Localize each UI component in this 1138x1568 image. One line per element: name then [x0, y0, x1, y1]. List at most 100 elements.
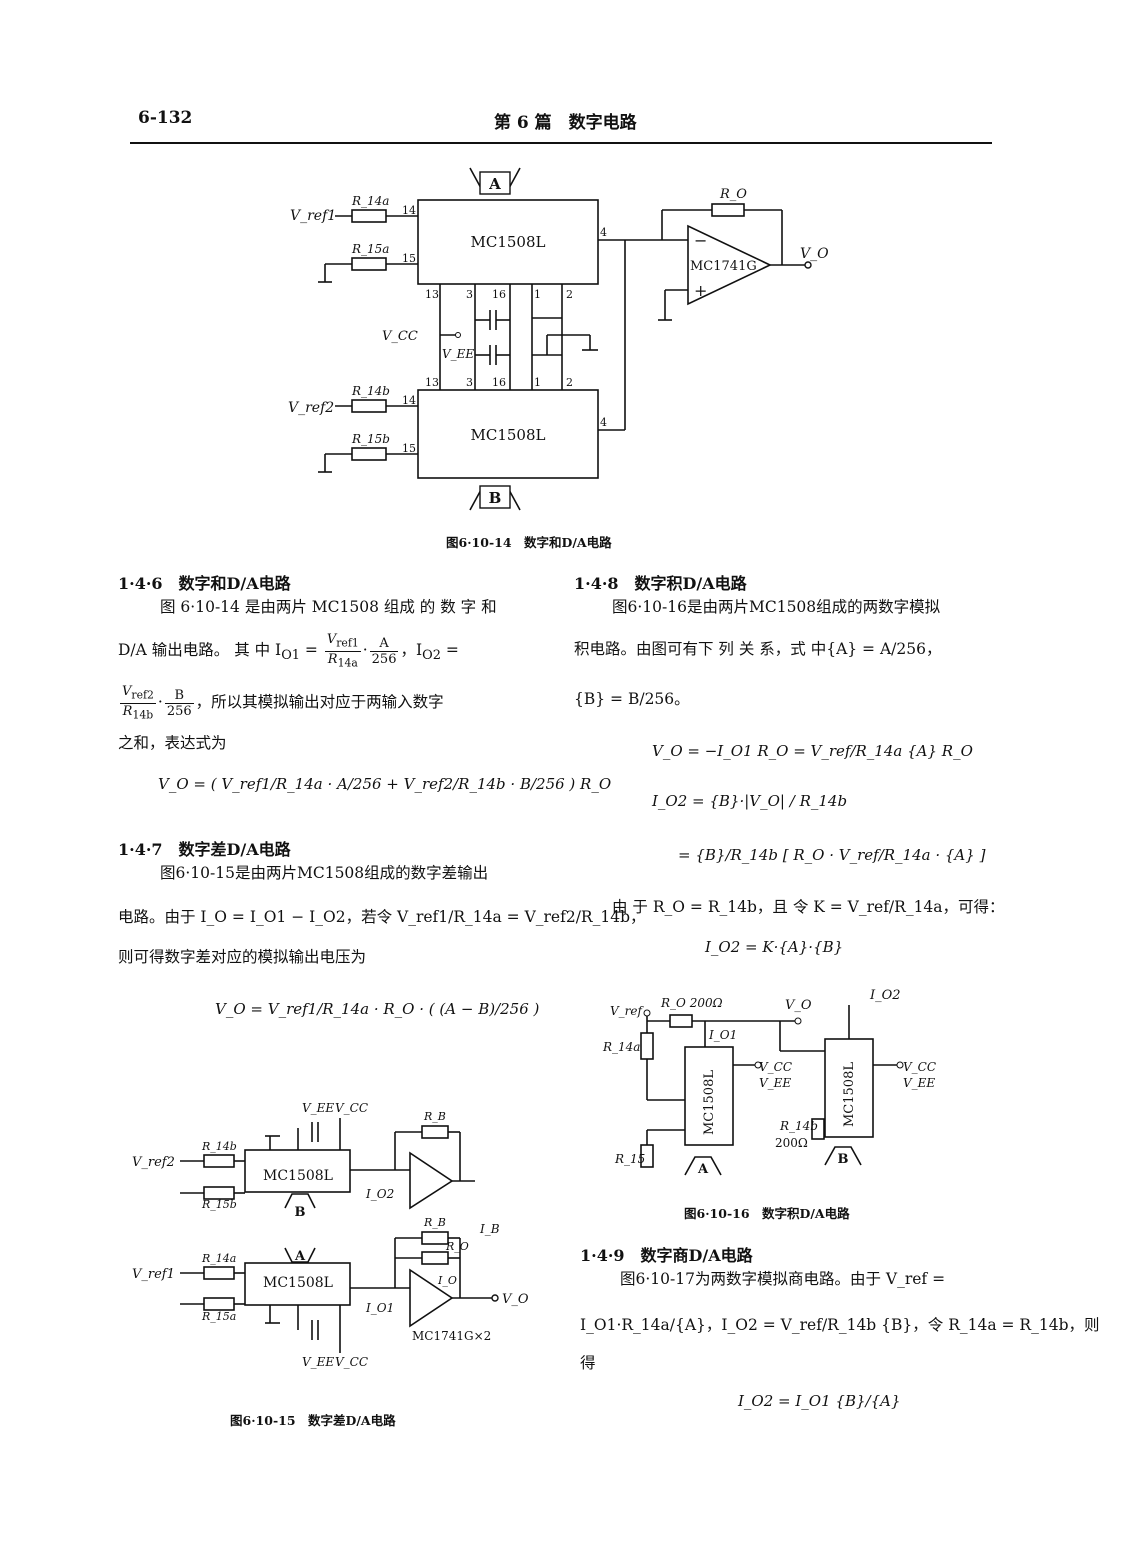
opamp-mc1741g — [687, 224, 772, 306]
section-1-4-9-heading: 1·4·9 数字商D/A电路 — [580, 1246, 753, 1265]
f15-ro-label: R_O — [445, 1240, 469, 1253]
section-1-4-6-heading: 1·4·6 数字和D/A电路 — [118, 574, 291, 593]
figure-6-10-15-diagram: V_EE V_CC MC1508L V_ref2 R_14b R_15b B R… — [132, 1101, 529, 1369]
sec148-eq3: = {B}/R_14b [ R_O · V_ref/R_14a · {A} ] — [678, 846, 986, 864]
f15-bus-b: B — [295, 1205, 306, 1220]
resistor-ro — [711, 203, 745, 217]
sec148-line4: 由 于 R_O = R_14b，且 令 K = V_ref/R_14a，可得： — [612, 898, 1005, 916]
r15a-label: R_15a — [351, 242, 389, 256]
f15-rb-1-label: R_B — [423, 1110, 446, 1123]
pin4b-label: 4 — [600, 416, 607, 429]
sec148-line2: 积电路。由图可有下 列 关 系，式 中{A} = A/256， — [574, 640, 942, 658]
r15b-label: R_15b — [351, 432, 390, 446]
sec149-line1: 图6·10-17为两数字模拟商电路。由于 V_ref = — [620, 1270, 946, 1288]
sec147-line2: 电路。由于 I_O = I_O1 − I_O2，若令 V_ref1/R_14a … — [118, 908, 646, 926]
section-1-4-7-heading: 1·4·7 数字差D/A电路 — [118, 840, 291, 859]
pin13-bottom: 13 — [425, 376, 439, 389]
sec147-line3: 则可得数字差对应的模拟输出电压为 — [118, 948, 367, 966]
f16-r14b — [811, 1118, 825, 1140]
f15-io1: I_O1 — [365, 1301, 394, 1315]
r14a-label: R_14a — [351, 194, 389, 208]
f15-r15b-label: R_15b — [201, 1198, 237, 1211]
f15-r14b-label: R_14b — [201, 1140, 237, 1153]
f16-vcc: V_CC — [759, 1060, 792, 1074]
pin3-top: 3 — [466, 288, 473, 301]
f15-chip-2-label: MC1508L — [263, 1275, 333, 1291]
f16-io2: I_O2 — [869, 988, 901, 1003]
figure-6-10-15-caption: 图6·10-15 数字差D/A电路 — [230, 1413, 396, 1428]
pin14b-label: 14 — [402, 394, 416, 407]
pin2-bottom: 2 — [566, 376, 573, 389]
sec148-eq4: I_O2 = K·{A}·{B} — [705, 938, 844, 956]
vcc-label: V_CC — [382, 329, 418, 344]
f15-bus-a: A — [294, 1249, 306, 1264]
f16-vcc-2: V_CC — [903, 1060, 936, 1074]
f16-ro-label: R_O 200Ω — [660, 996, 723, 1010]
f16-vo: V_O — [785, 998, 812, 1013]
f15-chip-2 — [244, 1262, 351, 1306]
sec149-line3: 得 — [580, 1354, 596, 1372]
f15-r14b — [203, 1154, 235, 1168]
f15-vee-top: V_EE — [302, 1101, 334, 1115]
pin1-top: 1 — [534, 288, 541, 301]
chip-1 — [417, 199, 599, 285]
sec148-eq2: I_O2 = {B}·|V_O| / R_14b — [652, 792, 848, 810]
f16-chip-2-label: MC1508L — [842, 1062, 857, 1127]
resistor-r15b — [351, 447, 387, 461]
f15-rb-1 — [421, 1125, 449, 1139]
page-number: 6-132 — [138, 108, 193, 128]
f15-opamp-1 — [409, 1151, 454, 1210]
bus-label-box-b — [479, 485, 511, 509]
opamp-plus: + — [694, 281, 707, 300]
chip-2-label: MC1508L — [471, 426, 546, 444]
f15-vref1: V_ref1 — [132, 1267, 175, 1282]
figure-6-10-14-diagram: A MC1508L V_ref1 R_14a 14 R_15a 15 4 MC1… — [288, 167, 829, 511]
f16-r15-label: R_15 — [614, 1152, 645, 1166]
f15-vref2: V_ref2 — [132, 1155, 175, 1170]
f16-ro — [669, 1014, 693, 1028]
page-header-title: 第 6 篇 数字电路 — [494, 113, 637, 133]
vref2-label: V_ref2 — [288, 400, 334, 416]
f16-r14b-value: 200Ω — [775, 1136, 808, 1150]
f16-r14a — [640, 1032, 654, 1060]
f15-chip-1-label: MC1508L — [263, 1168, 333, 1184]
ro-label: R_O — [719, 187, 747, 202]
f16-chip-2 — [824, 1038, 874, 1138]
vo-label: V_O — [800, 246, 829, 262]
bus-label-box-a — [479, 171, 511, 195]
pin16-top: 16 — [492, 288, 506, 301]
f15-ro — [421, 1251, 449, 1265]
vee-label: V_EE — [442, 347, 474, 361]
sec146-line1: 图 6·10-14 是由两片 MC1508 组成 的 数 字 和 — [160, 598, 497, 616]
f15-r15a-label: R_15a — [201, 1310, 236, 1323]
f15-opamp-2 — [409, 1268, 454, 1328]
opamp-label: MC1741G — [690, 259, 757, 274]
resistor-r14a — [351, 209, 387, 223]
f15-vcc-top: V_CC — [335, 1101, 368, 1115]
sec146-equation: V_O = ( V_ref1/R_14a · A/256 + V_ref2/R_… — [158, 775, 612, 793]
opamp-minus: − — [694, 231, 707, 250]
chip-1-label: MC1508L — [471, 233, 546, 251]
f16-bus-a: A — [697, 1162, 709, 1177]
f15-io: I_O — [437, 1274, 457, 1287]
f16-vref: V_ref — [610, 1004, 645, 1018]
f15-io2: I_O2 — [365, 1187, 394, 1201]
sec148-line3: {B} = B/256。 — [574, 690, 690, 708]
figure-6-10-16-caption: 图6·10-16 数字积D/A电路 — [684, 1206, 850, 1221]
resistor-r14b — [351, 399, 387, 413]
pin4-label: 4 — [600, 226, 607, 239]
f16-r14b-label: R_14b — [779, 1119, 818, 1133]
f16-chip-1-label: MC1508L — [702, 1070, 717, 1135]
f15-r14a — [203, 1266, 235, 1280]
section-1-4-8-heading: 1·4·8 数字积D/A电路 — [574, 574, 747, 593]
pin15b-label: 15 — [402, 442, 416, 455]
f16-chip-1 — [684, 1046, 734, 1146]
sec147-equation: V_O = V_ref1/R_14a · R_O · ( (A − B)/256… — [215, 1000, 540, 1018]
sec147-line1: 图6·10-15是由两片MC1508组成的数字差输出 — [160, 864, 489, 882]
f16-io1: I_O1 — [708, 1028, 737, 1042]
pin16-bottom: 16 — [492, 376, 506, 389]
